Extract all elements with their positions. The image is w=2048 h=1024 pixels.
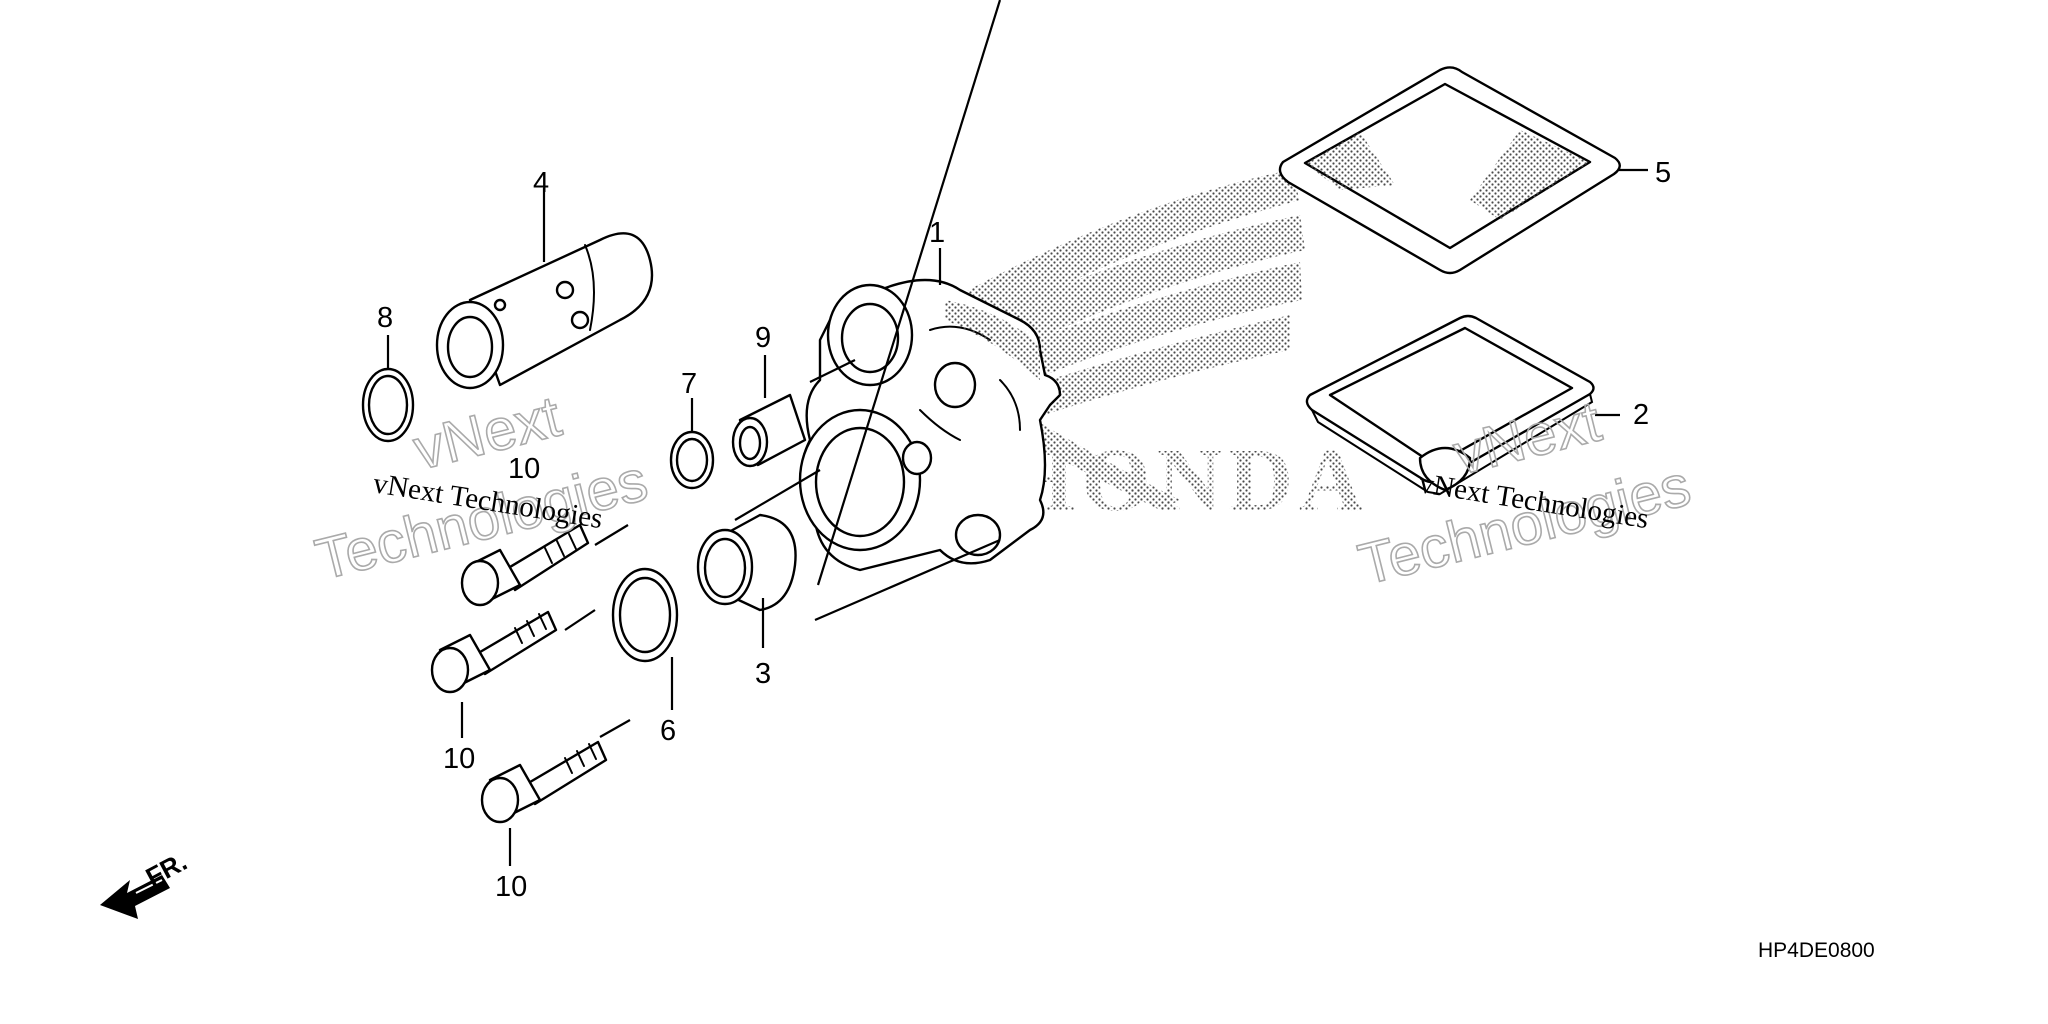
callout-7: 7 <box>681 368 697 400</box>
callout-10-top: 10 <box>508 453 540 485</box>
callout-3: 3 <box>755 658 771 690</box>
strainer-tray-part-2 <box>1305 314 1595 496</box>
callout-10-middle: 10 <box>443 743 475 775</box>
svg-text:vNext: vNext <box>407 384 567 483</box>
callout-5: 5 <box>1655 157 1671 189</box>
bolt-part-10-middle <box>430 610 558 694</box>
oil-pump-body-part-1 <box>798 278 1062 572</box>
callout-9: 9 <box>755 322 771 354</box>
callout-2: 2 <box>1633 399 1649 431</box>
callout-10-bottom: 10 <box>495 871 527 903</box>
bolt-part-10-top <box>460 523 590 607</box>
collar-part-3 <box>696 513 797 612</box>
callout-4: 4 <box>533 167 549 199</box>
honda-logo-text: HONDA <box>1005 431 1370 530</box>
dowel-pin-part-9 <box>731 393 807 468</box>
bolt-part-10-bottom <box>480 740 608 824</box>
strainer-screen-part-5 <box>1278 66 1621 275</box>
front-direction-arrow: FR. <box>100 846 192 919</box>
leader-lines <box>386 0 1648 866</box>
callout-8: 8 <box>377 302 393 334</box>
relief-valve-part-4 <box>435 232 654 390</box>
callout-1: 1 <box>929 217 945 249</box>
diagram-code: HP4DE0800 <box>1758 939 1875 962</box>
callout-6: 6 <box>660 715 676 747</box>
